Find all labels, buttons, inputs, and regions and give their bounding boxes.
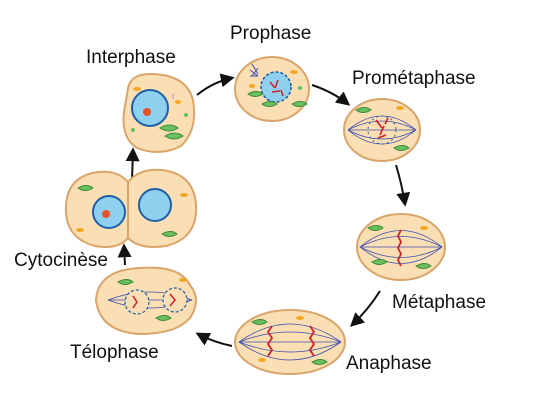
arrow-interphase-to-prophase xyxy=(196,73,235,96)
label-cytokinesis: Cytocinèse xyxy=(14,250,108,271)
metaphase-cell xyxy=(356,213,446,281)
cycle-arrows xyxy=(117,73,411,347)
svg-text:⁞: ⁞ xyxy=(172,93,174,101)
label-prometaphase: Prométaphase xyxy=(352,68,476,89)
arrow-prophase-to-prometaphase xyxy=(311,84,351,106)
label-metaphase: Métaphase xyxy=(392,292,487,313)
interphase-cell: ⁞ xyxy=(122,72,196,153)
arrow-telophase-to-cytokinesis xyxy=(117,243,132,266)
label-prophase: Prophase xyxy=(230,23,312,44)
label-anaphase: Anaphase xyxy=(346,353,432,374)
prophase-cell xyxy=(234,56,310,122)
arrow-cytokinesis-to-interphase xyxy=(125,147,140,181)
label-interphase: Interphase xyxy=(86,47,176,68)
arrow-prometaphase-to-metaphase xyxy=(395,164,411,207)
prometaphase-cell xyxy=(343,98,421,162)
telophase-cell xyxy=(94,266,197,336)
arrow-anaphase-to-telophase xyxy=(195,332,233,347)
anaphase-cell xyxy=(234,309,346,375)
arrow-metaphase-to-anaphase xyxy=(349,290,381,327)
cytokinesis-cells xyxy=(64,168,198,248)
label-telophase: Télophase xyxy=(70,342,159,363)
